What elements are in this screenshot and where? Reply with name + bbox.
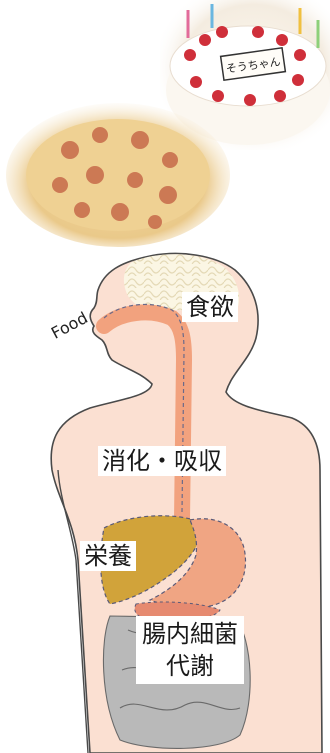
- pizza-photo: [6, 103, 230, 247]
- gut-microbe-metabolism-label: 腸内細菌 代謝: [136, 616, 244, 684]
- metabolism-label: 代謝: [142, 650, 238, 682]
- appetite-label: 食欲: [182, 292, 238, 322]
- digestion-absorption-label: 消化・吸収: [98, 446, 226, 476]
- gut-microbe-label: 腸内細菌: [142, 618, 238, 650]
- nutrition-label: 栄養: [80, 541, 136, 571]
